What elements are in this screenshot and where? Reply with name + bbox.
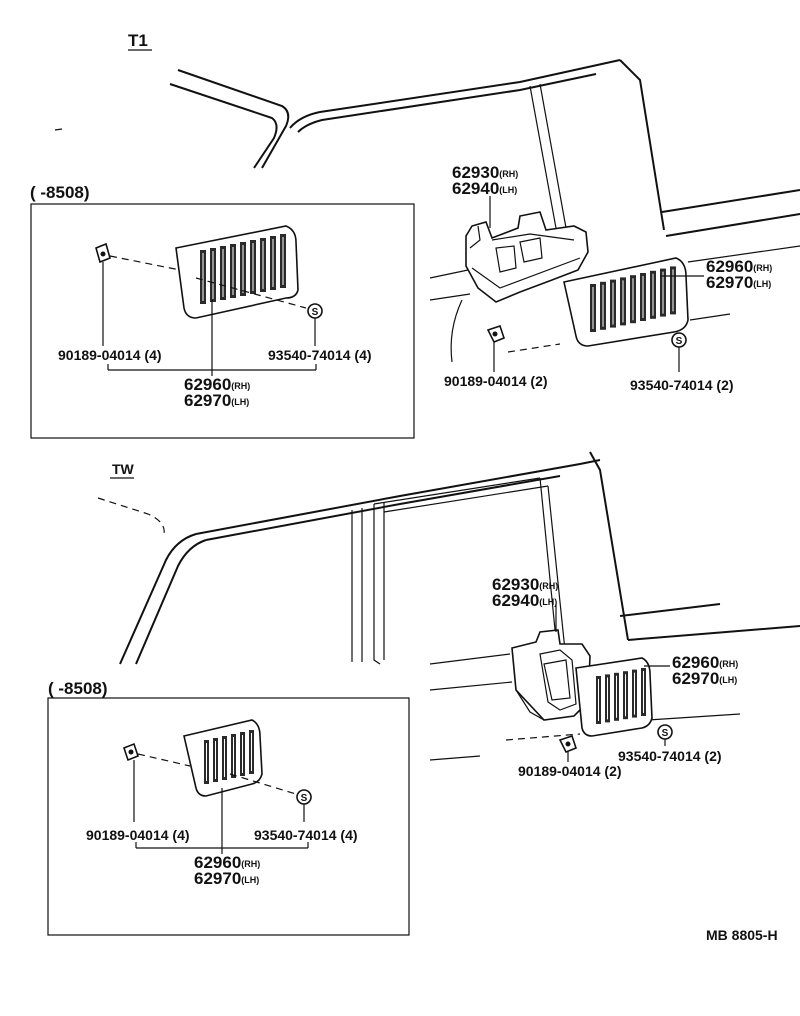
label-clip-t1: 90189-04014 (2) [444,373,548,389]
svg-text:62960(RH): 62960(RH) [184,375,250,394]
section-tag-tw: TW [112,461,135,477]
cover-ventilation-slots [590,266,676,332]
outer-cover-rh [563,257,689,347]
svg-text:S: S [662,728,669,739]
clip-nut-icon [95,242,111,264]
label-bracket-t1: 62930(RH) 62940(LH) [452,163,518,198]
vehicle-body-outline [54,59,800,363]
label-cover-t1: 62960(RH) 62970(LH) [706,257,772,292]
vehicle-body-outline [97,451,800,761]
inset-range-label: ( -8508) [30,183,90,202]
svg-text:62940(LH): 62940(LH) [452,179,517,198]
section-tw: TW [47,451,800,936]
section-t1: T1 [30,31,800,439]
svg-text:S: S [676,336,683,347]
inset-box-t1: ( -8508) S 90189-04014 (4) [30,183,415,439]
screw-icon: S [307,303,323,319]
svg-text:62930(RH): 62930(RH) [452,163,518,182]
svg-text:62930(RH): 62930(RH) [492,575,558,594]
mounting-bracket [511,629,591,721]
inset-box-tw: ( -8508) S 90189-04014 (4) [47,679,410,936]
svg-text:62960(RH): 62960(RH) [706,257,772,276]
inset-label-screw: 93540-74014 (4) [254,827,358,843]
svg-text:62940(LH): 62940(LH) [492,591,557,610]
screw-icon: S [657,724,673,740]
svg-text:62970(LH): 62970(LH) [194,869,259,888]
label-bracket-tw: 62930(RH) 62940(LH) [492,575,558,610]
svg-text:62970(LH): 62970(LH) [672,669,737,688]
inset-label-clip: 90189-04014 (4) [86,827,190,843]
label-cover-tw: 62960(RH) 62970(LH) [672,653,738,688]
inset-cover-part [183,719,263,797]
svg-text:S: S [301,793,308,804]
screw-icon: S [671,332,687,348]
outer-cover-rh [575,657,653,737]
svg-text:62960(RH): 62960(RH) [672,653,738,672]
svg-text:62970(LH): 62970(LH) [706,273,771,292]
clip-nut-icon [486,324,505,344]
inset-cover-part [175,225,299,319]
inset-label-screw: 93540-74014 (4) [268,347,372,363]
label-clip-tw: 90189-04014 (2) [518,763,622,779]
cover-ventilation-slots [200,234,286,304]
clip-nut-icon [123,742,139,762]
cover-ventilation-slots [204,730,254,784]
mounting-bracket [465,211,589,303]
svg-text:S: S [312,307,319,318]
screw-icon: S [296,789,312,805]
svg-text:62970(LH): 62970(LH) [184,391,249,410]
cover-ventilation-slots [596,668,646,724]
inset-label-clip: 90189-04014 (4) [58,347,162,363]
svg-text:62960(RH): 62960(RH) [194,853,260,872]
section-tag-t1: T1 [128,31,148,50]
diagram-code: MB 8805-H [706,927,778,943]
label-screw-t1: 93540-74014 (2) [630,377,734,393]
clip-nut-icon [558,734,577,754]
label-screw-tw: 93540-74014 (2) [618,748,722,764]
inset-range-label: ( -8508) [48,679,108,698]
